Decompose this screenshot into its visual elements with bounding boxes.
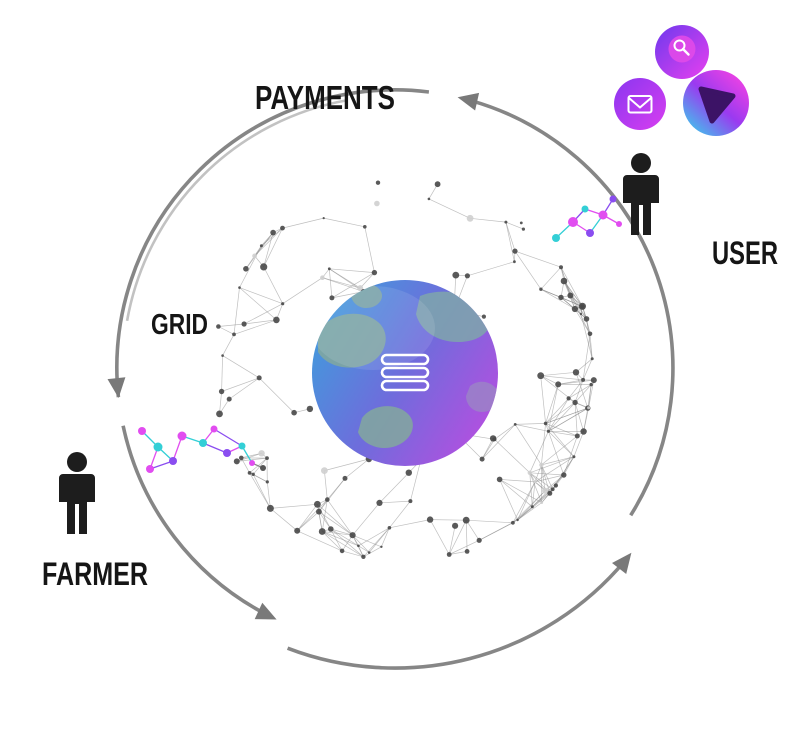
arrowhead-top — [457, 92, 480, 111]
farmer-person-icon — [59, 452, 95, 534]
arrowhead-bottom-right — [612, 552, 632, 574]
network-mesh-sphere — [216, 180, 597, 559]
mail-icon — [614, 78, 666, 130]
play-icon — [683, 70, 749, 136]
workload-cluster-user — [552, 195, 622, 242]
label-payments: PAYMENTS — [255, 79, 395, 116]
cycle-arc-top-left — [115, 88, 430, 398]
label-grid: GRID — [151, 309, 208, 341]
app-bubbles — [614, 25, 749, 136]
cycle-arc-bottom-right — [286, 559, 627, 670]
label-user: USER — [712, 235, 778, 271]
arrowhead-left — [107, 377, 126, 398]
arrowhead-bottom — [254, 602, 277, 620]
cycle-arc-double-line — [125, 98, 349, 322]
cycle-arc-right — [471, 99, 675, 517]
search-icon — [655, 25, 709, 79]
globe — [312, 280, 498, 466]
globe-logo — [380, 353, 430, 392]
label-farmer: FARMER — [42, 556, 148, 592]
workload-cluster-grid — [138, 425, 266, 473]
cycle-arc-bottom-left — [121, 425, 270, 618]
cycle-arrows — [107, 88, 675, 670]
user-person-icon — [623, 153, 659, 235]
